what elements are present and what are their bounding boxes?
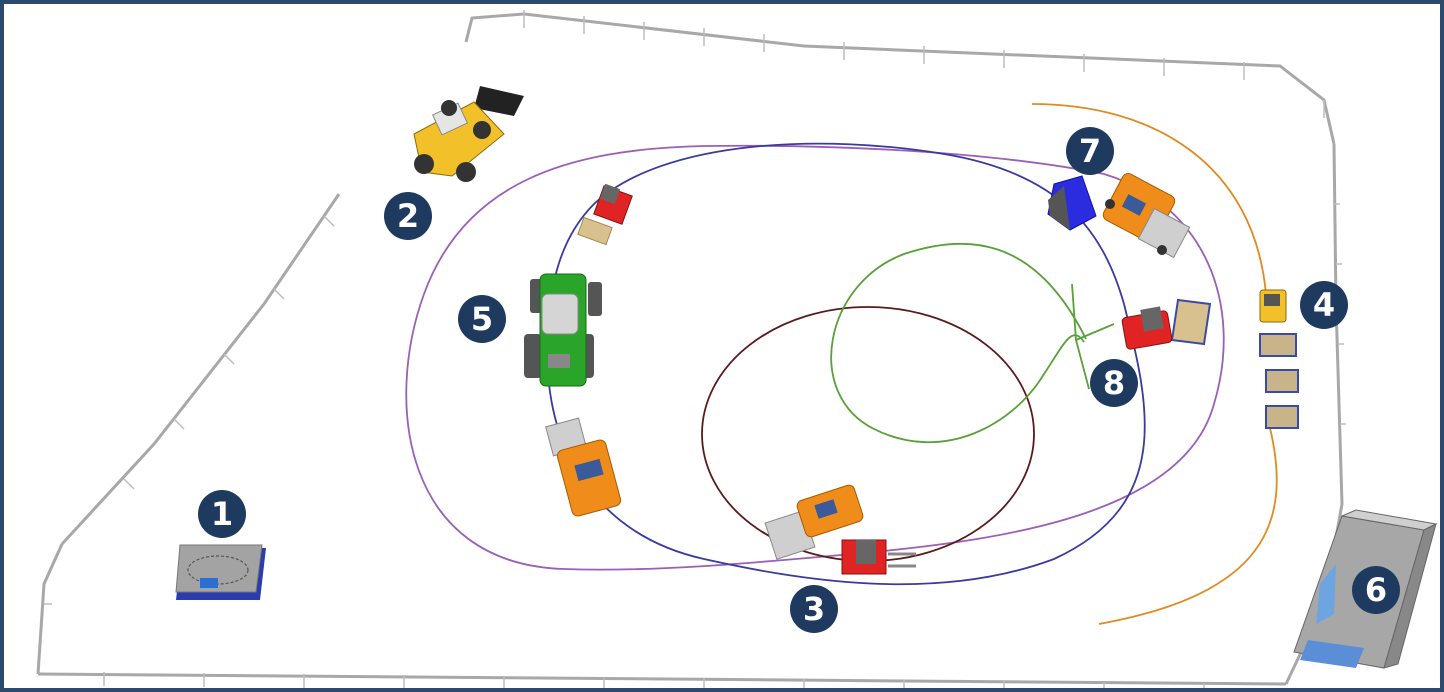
path-blue xyxy=(546,142,1146,586)
svg-text:1: 1 xyxy=(211,495,233,533)
truck-right xyxy=(1102,173,1191,259)
fence-posts xyxy=(44,10,1346,688)
marker-8: 8 xyxy=(1090,359,1138,407)
marker-3: 3 xyxy=(790,585,838,633)
marker-5: 5 xyxy=(458,295,506,343)
fence-bottom xyxy=(37,672,1287,686)
path-green xyxy=(830,242,1115,444)
wheel-loader xyxy=(413,86,524,182)
svg-text:2: 2 xyxy=(397,197,419,235)
pad-station xyxy=(175,544,266,600)
fence-left xyxy=(36,543,64,675)
cart xyxy=(1259,333,1299,429)
tractor xyxy=(524,273,602,387)
marker-6: 6 xyxy=(1352,566,1400,614)
marker-7: 7 xyxy=(1066,127,1114,175)
svg-text:4: 4 xyxy=(1313,286,1335,324)
truck-left xyxy=(545,417,622,517)
path-orange xyxy=(1031,103,1278,625)
scene-canvas: 1 2 3 4 5 6 7 8 xyxy=(36,10,1438,688)
forklift-right xyxy=(1121,298,1212,350)
svg-text:3: 3 xyxy=(803,590,825,628)
svg-text:8: 8 xyxy=(1103,364,1125,402)
path-dark-red xyxy=(701,306,1035,562)
svg-text:7: 7 xyxy=(1079,132,1101,170)
fence-top xyxy=(464,12,1336,145)
marker-4: 4 xyxy=(1300,281,1348,329)
truck-bottom xyxy=(764,484,864,560)
tugger-train xyxy=(1259,289,1299,429)
marker-2: 2 xyxy=(384,192,432,240)
fence-left-diagonal xyxy=(60,193,341,546)
forklift-top xyxy=(577,183,633,246)
svg-text:5: 5 xyxy=(471,300,493,338)
marker-1: 1 xyxy=(198,490,246,538)
blue-block xyxy=(1047,175,1097,231)
svg-text:6: 6 xyxy=(1365,571,1387,609)
forklift-bottom xyxy=(841,539,916,575)
